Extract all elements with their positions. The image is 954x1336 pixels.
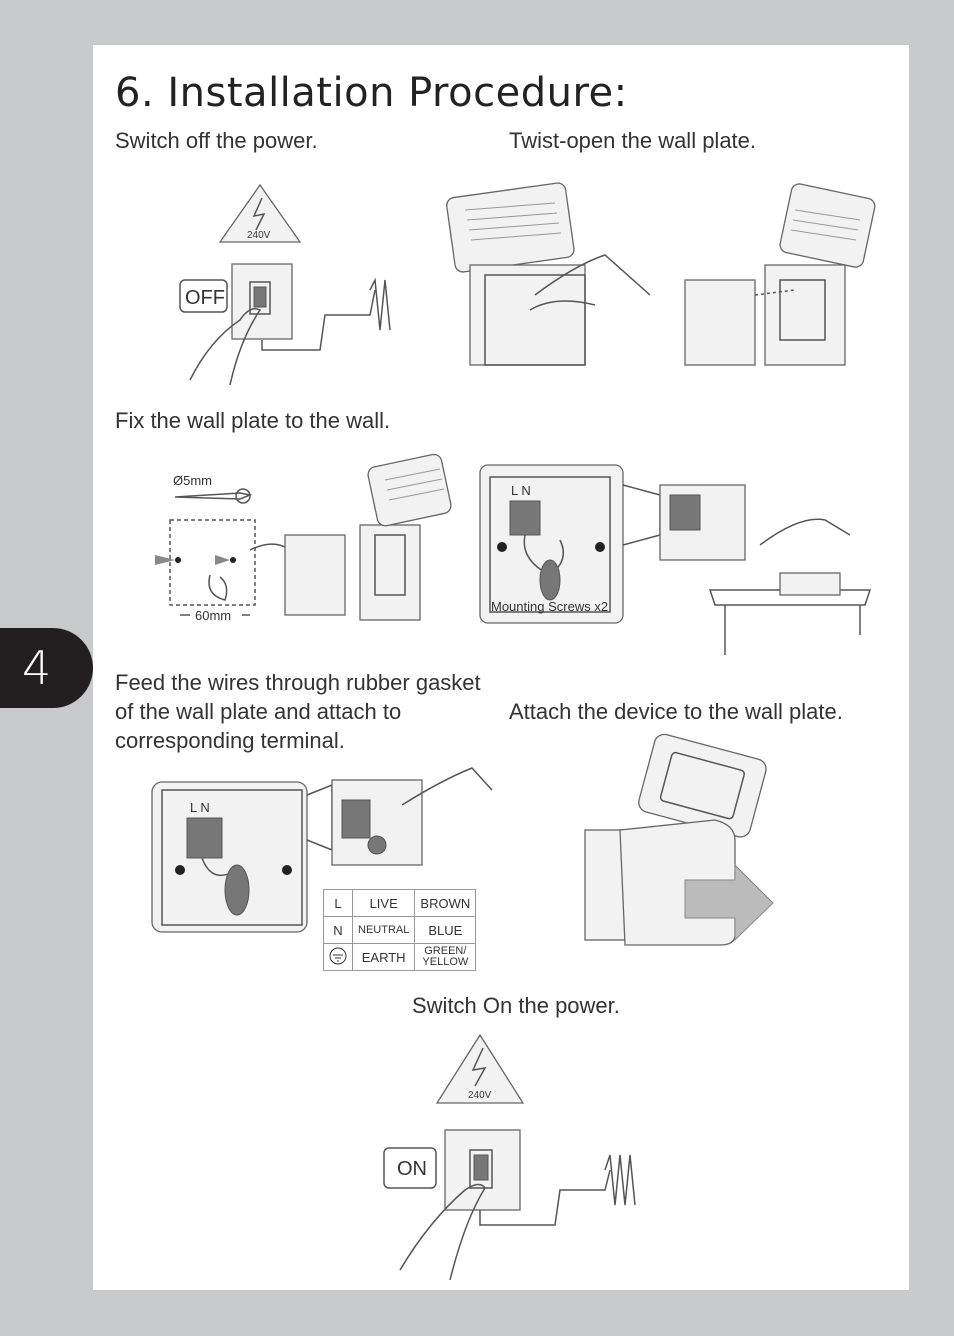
voltage-label: 240V	[247, 230, 271, 241]
switch-off-illustration: 240V OFF	[179, 183, 391, 386]
drill-bit-icon	[174, 488, 253, 504]
table-row: L LIVE BROWN	[323, 889, 477, 917]
terminal-ln-bottom-label: L N	[190, 800, 210, 815]
device-left	[446, 182, 651, 366]
on-label: ON	[397, 1158, 427, 1180]
spacing-label: 60mm	[195, 608, 231, 623]
wire-colour-cell: GREEN/ YELLOW	[414, 943, 477, 971]
step-switch-off-caption: Switch off the power.	[115, 128, 318, 153]
terminal-ln-label: L N	[511, 483, 531, 498]
wire-colour-cell: BROWN	[414, 889, 477, 917]
wire-name-cell: NEUTRAL	[351, 916, 416, 944]
feed-wires-illustration: L N	[151, 767, 493, 933]
screw-right-icon	[215, 555, 236, 565]
switch-on-illustration: 240V ON	[383, 1033, 636, 1281]
device-right	[684, 183, 876, 366]
wiring-table: L LIVE BROWN N NEUTRAL BLUE EARTH GREEN/…	[323, 889, 477, 971]
wire-name-cell: LIVE	[351, 889, 416, 917]
step-feed-wires-caption: Feed the wires through rubber gasket of …	[115, 670, 481, 753]
twist-open-illustration	[446, 182, 876, 366]
wire-colour-cell: BLUE	[414, 916, 477, 944]
step-switch-on-caption: Switch On the power.	[412, 993, 620, 1018]
page-number-tab: 4	[0, 628, 93, 708]
warning-triangle-icon: 240V	[218, 183, 302, 243]
fix-plate-illustration: Ø5mm 60mm	[155, 453, 452, 623]
drill-size-label: Ø5mm	[173, 473, 212, 488]
step-fix-plate-caption: Fix the wall plate to the wall.	[115, 408, 391, 433]
step-attach-device-caption: Attach the device to the wall plate.	[509, 699, 843, 724]
off-label: OFF	[185, 287, 225, 309]
table-row: N NEUTRAL BLUE	[323, 916, 477, 944]
warning-triangle-bottom-icon: 240V	[435, 1033, 525, 1104]
terminal-cell: L	[323, 889, 353, 917]
mounting-screws-label: Mounting Screws x2	[491, 599, 608, 614]
mounting-screws-illustration: L N Mounting Screws x2	[479, 464, 872, 655]
screw-left-icon	[155, 555, 181, 565]
earth-icon	[323, 943, 353, 971]
table-row: EARTH GREEN/ YELLOW	[323, 943, 477, 971]
terminal-cell: N	[323, 916, 353, 944]
page-title: 6. Installation Procedure:	[115, 70, 628, 116]
wire-name-cell: EARTH	[351, 943, 416, 971]
attach-device-illustration	[584, 733, 774, 946]
step-twist-open-caption: Twist-open the wall plate.	[509, 128, 757, 153]
voltage-bottom-label: 240V	[468, 1090, 492, 1101]
